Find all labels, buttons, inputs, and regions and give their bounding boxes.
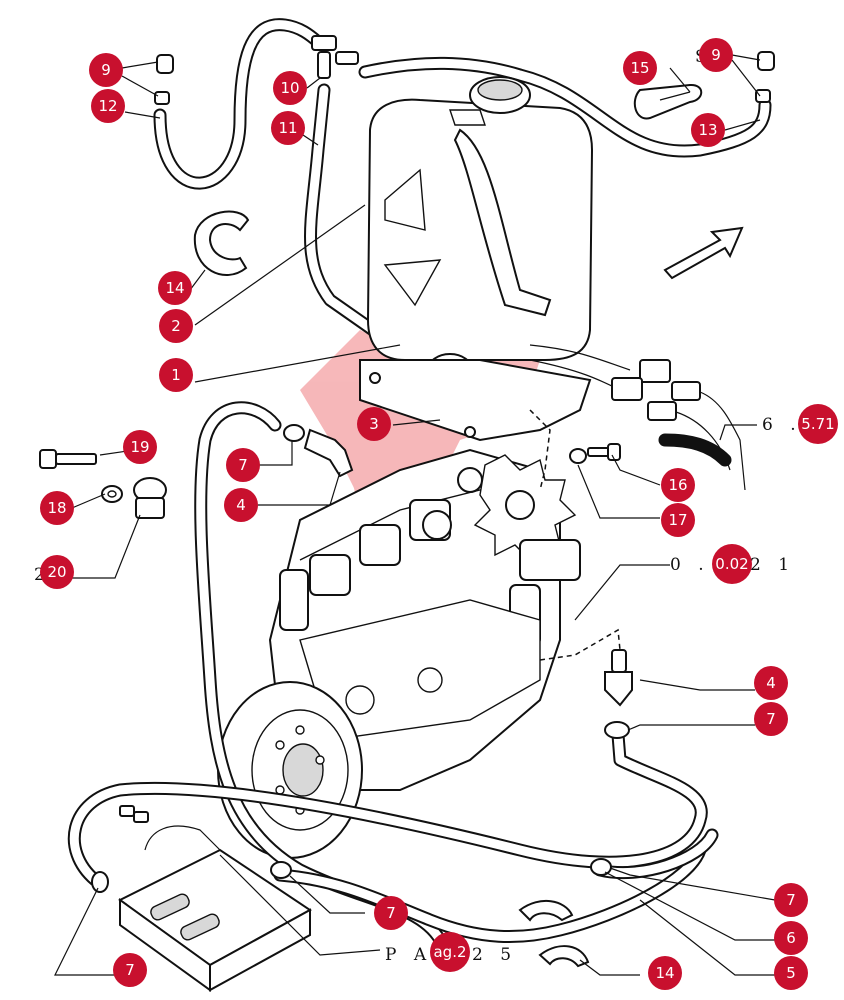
svg-text:18: 18 <box>47 499 66 517</box>
svg-text:15: 15 <box>630 59 649 77</box>
callout-12[interactable]: 12 <box>91 89 125 123</box>
svg-text:12: 12 <box>98 97 117 115</box>
ecu-box <box>118 805 312 992</box>
flywheel <box>217 681 363 859</box>
callout-2[interactable]: 2 <box>159 309 193 343</box>
callout-7-upper[interactable]: 7 <box>226 448 260 482</box>
callout-17[interactable]: 17 <box>661 503 695 537</box>
lower-hoses <box>67 728 719 944</box>
expansion-tank <box>366 76 594 387</box>
callout-7-center-bottom[interactable]: 7 <box>374 896 408 930</box>
band-clamp-upper <box>193 210 250 276</box>
callout-20[interactable]: 20 <box>40 555 74 589</box>
svg-text:19: 19 <box>130 438 149 456</box>
band-clamp-lower <box>518 899 590 968</box>
sensor-connectors <box>529 344 746 491</box>
svg-text:2: 2 <box>171 317 181 335</box>
svg-text:1: 1 <box>171 366 181 384</box>
washer-18 <box>101 485 123 503</box>
svg-text:5.71: 5.71 <box>801 415 834 433</box>
elbow-fitting-upper <box>303 428 354 478</box>
bleed-screw-left <box>154 54 174 105</box>
engine-block <box>268 448 581 791</box>
callout-7-bottom-left[interactable]: 7 <box>113 953 147 987</box>
tee-connector <box>311 35 359 79</box>
svg-text:4: 4 <box>766 674 776 692</box>
elbow-fitting-lower <box>604 649 633 707</box>
svg-text:4: 4 <box>236 496 246 514</box>
svg-text:0.02: 0.02 <box>715 555 748 573</box>
pipe-clamp-20 <box>133 477 167 519</box>
callout-16[interactable]: 16 <box>661 468 695 502</box>
callout-15[interactable]: 15 <box>623 51 657 85</box>
svg-text:7: 7 <box>125 961 135 979</box>
svg-text:3: 3 <box>369 415 379 433</box>
direction-arrow <box>663 226 744 280</box>
callout-14-upper[interactable]: 14 <box>158 271 192 305</box>
bolt-16 <box>569 443 621 464</box>
tank-bracket <box>359 359 592 442</box>
svg-text:7: 7 <box>238 456 248 474</box>
svg-text:6: 6 <box>786 929 796 947</box>
callout-1[interactable]: 1 <box>159 358 193 392</box>
svg-text:ag.2: ag.2 <box>433 943 466 961</box>
hose-clip-15 <box>633 83 703 120</box>
callout-14-lower[interactable]: 14 <box>648 956 682 990</box>
bleed-screw-right <box>755 51 775 103</box>
svg-text:11: 11 <box>278 119 297 137</box>
svg-text:14: 14 <box>655 964 674 982</box>
svg-text:14: 14 <box>165 279 184 297</box>
ref-badge-top-right[interactable]: 5.71 <box>798 404 838 444</box>
callout-9-right[interactable]: 9 <box>699 38 733 72</box>
leader-lines <box>54 54 776 976</box>
svg-text:16: 16 <box>668 476 687 494</box>
callout-10[interactable]: 10 <box>273 71 307 105</box>
svg-text:7: 7 <box>766 710 776 728</box>
hose-clamps <box>91 424 630 893</box>
bolt-19 <box>39 449 97 469</box>
callout-7-right[interactable]: 7 <box>754 702 788 736</box>
callout-3[interactable]: 3 <box>357 407 391 441</box>
callout-4-lower[interactable]: 4 <box>754 666 788 700</box>
callout-5[interactable]: 5 <box>774 956 808 990</box>
svg-text:20: 20 <box>47 563 66 581</box>
ref-left-2: 2 <box>34 565 51 585</box>
svg-text:13: 13 <box>698 121 717 139</box>
callout-13[interactable]: 13 <box>691 113 725 147</box>
svg-text:9: 9 <box>711 46 721 64</box>
ref-badge-bottom[interactable]: ag.2 <box>430 932 470 972</box>
ref-mid-right-prefix: 0 . <box>670 555 710 575</box>
alignment-dash-upper <box>529 409 551 491</box>
callout-4-upper[interactable]: 4 <box>224 488 258 522</box>
callout-6[interactable]: 6 <box>774 921 808 955</box>
upper-hoses <box>153 18 772 342</box>
callout-18[interactable]: 18 <box>40 491 74 525</box>
svg-text:5: 5 <box>786 964 796 982</box>
ref-bottom-prefix: P A <box>385 945 432 965</box>
svg-text:10: 10 <box>280 79 299 97</box>
svg-text:7: 7 <box>386 904 396 922</box>
callout-19[interactable]: 19 <box>123 430 157 464</box>
ref-bottom-suffix: 2 5 <box>472 945 517 965</box>
svg-text:9: 9 <box>101 61 111 79</box>
ref-mid-right-suffix: 2 1 <box>750 555 795 575</box>
callout-9-left[interactable]: 9 <box>89 53 123 87</box>
ref-top-right-prefix: 6 . <box>762 415 802 435</box>
svg-text:7: 7 <box>786 891 796 909</box>
callout-7-bottom-right[interactable]: 7 <box>774 883 808 917</box>
ref-badge-mid-right[interactable]: 0.02 <box>712 544 752 584</box>
svg-text:17: 17 <box>668 511 687 529</box>
callout-11[interactable]: 11 <box>271 111 305 145</box>
